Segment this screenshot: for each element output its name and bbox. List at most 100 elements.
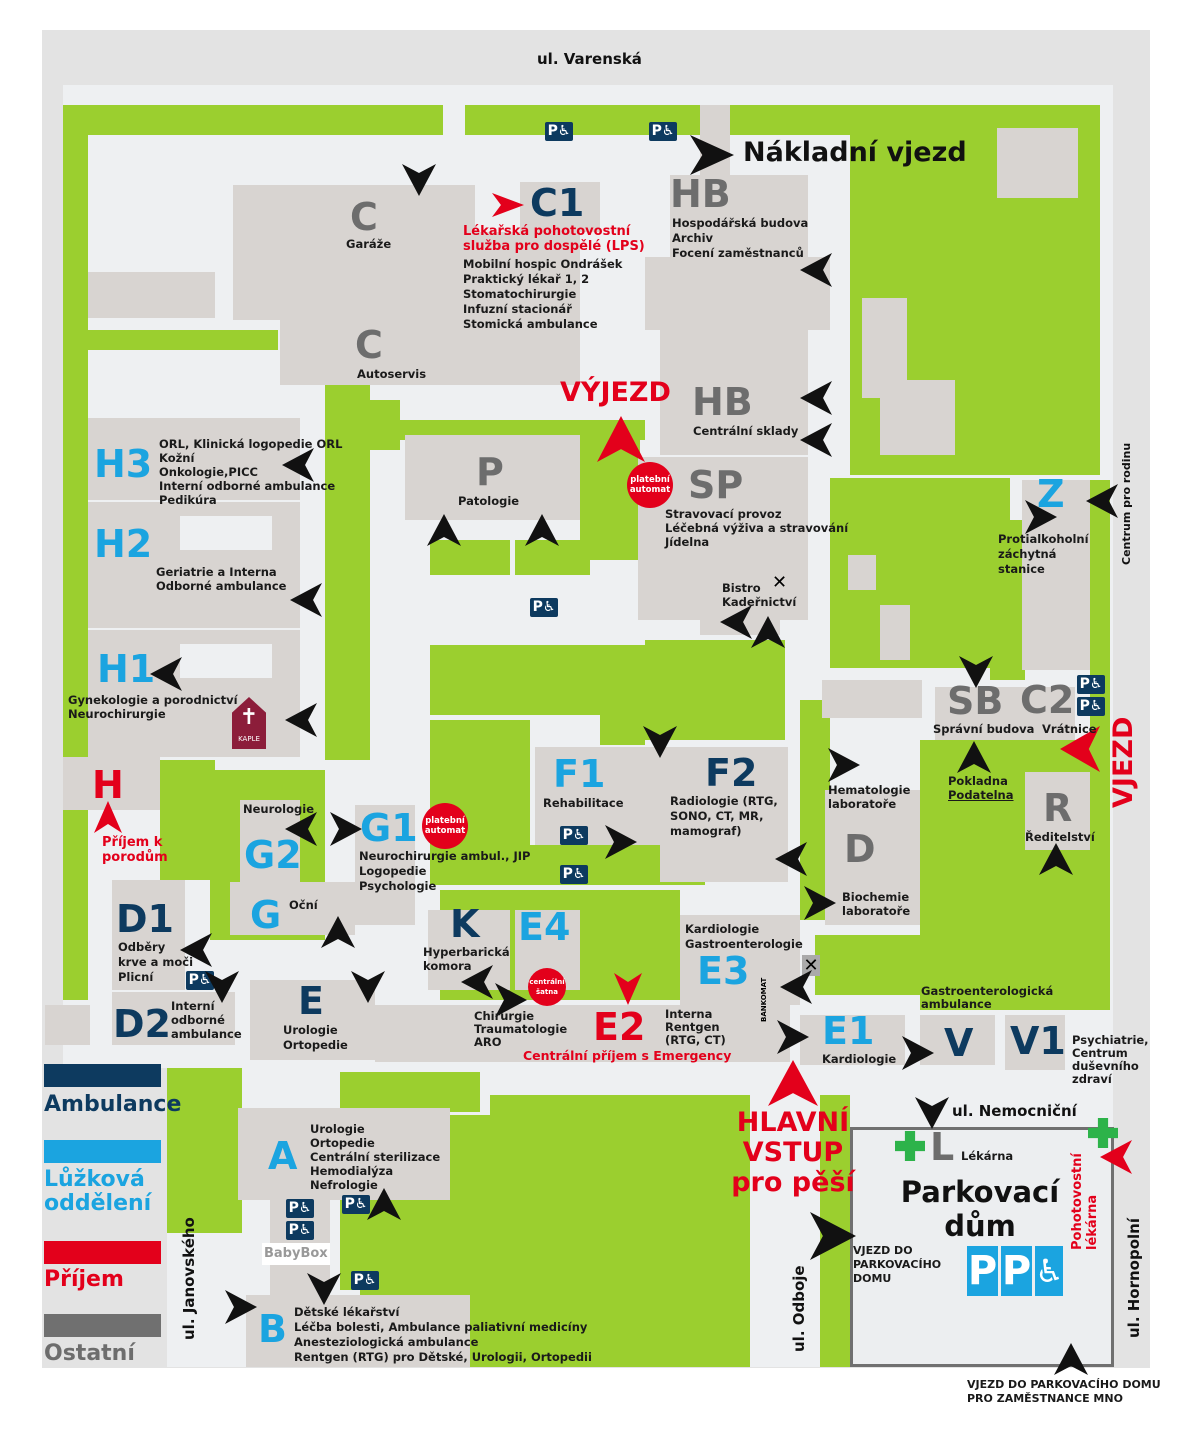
pohotovostni-lekarna: Pohotovostní lékárna (1070, 1153, 1100, 1250)
nakladni-vjezd-label: Nákladní vjezd (743, 137, 967, 168)
building-D1-code: D1 (116, 897, 174, 941)
parking-sign: P P ♿ (967, 1246, 1064, 1296)
map-shape (848, 555, 876, 590)
prijem-k-porodum: Příjem k porodům (102, 835, 168, 865)
building-E1-label: Kardiologie (822, 1052, 897, 1066)
building-H2-code: H2 (94, 522, 153, 566)
map-shape (167, 1068, 242, 1233)
building-H3-code: H3 (94, 442, 153, 486)
map-label: Onkologie,PICC (159, 465, 258, 479)
map-label: Léčebná výživa a stravování (665, 521, 849, 535)
map-shape (430, 540, 510, 575)
street-varenska: ul. Varenská (537, 50, 642, 68)
map-shape (580, 440, 640, 560)
hematologie-label: Hematologie (828, 783, 911, 797)
building-B-code: B (258, 1307, 287, 1351)
map-label: (RTG, CT) (665, 1033, 726, 1047)
building-V-code: V (944, 1021, 974, 1065)
map-shape (515, 540, 590, 575)
biochemie-label: Biochemie (842, 890, 910, 904)
map-shape (1005, 1015, 1065, 1070)
map-label: Anesteziologická ambulance (294, 1335, 479, 1349)
map-shape (112, 992, 235, 1045)
pokladna-label: Pokladna (948, 774, 1008, 788)
building-D2-line: odborné (171, 1013, 225, 1027)
centrum-pro-rodinu: Centrum pro rodinu (1120, 442, 1133, 565)
building-E-line: Ortopedie (283, 1038, 348, 1052)
map-label: Urologie (310, 1122, 365, 1136)
disabled-parking-icon: P♿ (186, 971, 214, 990)
map-label: Centrální sterilizace (310, 1150, 441, 1164)
building-C2-code: C2 (1020, 678, 1075, 722)
map-label: Bistro (722, 581, 761, 595)
map-label: Stomická ambulance (463, 317, 598, 331)
map-shape (660, 747, 788, 882)
platebni-automat-1[interactable]: platební automat (627, 462, 673, 508)
legend-swatch-prijem (44, 1241, 161, 1264)
legend-ambulance: Ambulance (44, 1092, 182, 1117)
centralni-satna: centrální šatna (528, 968, 566, 1006)
building-E3-line: Kardiologie (685, 922, 760, 936)
biochemie-label: laboratoře (842, 904, 911, 918)
map-label: Stravovací provoz (665, 507, 782, 521)
legend-swatch-ambulance (44, 1064, 161, 1087)
map-shape (920, 1015, 995, 1065)
platebni-automat-2[interactable]: platební automat (422, 803, 468, 849)
parking-house-title: Parkovací dům (900, 1175, 1060, 1243)
map-label: Kožní (159, 451, 195, 465)
map-shape (880, 380, 955, 455)
building-G2-code: G2 (244, 833, 302, 877)
p-icon: P (1001, 1246, 1032, 1296)
disabled-parking-icon: P♿ (649, 122, 677, 141)
map-label: Hospodářská budova (672, 216, 809, 230)
street-nemocnicni: ul. Nemocniční (952, 1102, 1077, 1120)
vyjezd-label: VÝJEZD (560, 377, 671, 408)
building-D2-code: D2 (113, 1002, 171, 1046)
building-H-code: H (92, 763, 124, 807)
map-shape (405, 435, 580, 520)
restaurant-icon: ✕ (802, 955, 820, 976)
vjezd-parkovaci-dum: VJEZD DO PARKOVACÍHO DOMU (853, 1244, 942, 1285)
building-SB-label: Správní budova (933, 722, 1035, 736)
lekarna-label: Lékárna (961, 1149, 1014, 1163)
building-D1-line: Odběry (118, 940, 166, 954)
building-F2-code: F2 (705, 751, 758, 795)
map-shape (375, 1005, 790, 1062)
map-shape (370, 400, 400, 450)
map-label: Rentgen (RTG) pro Dětské, Urologii, Orto… (294, 1350, 592, 1364)
building-E2-code: E2 (593, 1005, 646, 1049)
building-V-line: ambulance (921, 997, 992, 1011)
vjezd-zamestnanci: VJEZD DO PARKOVACÍHO DOMU PRO ZAMĚSTNANC… (967, 1378, 1161, 1405)
map-shape (535, 747, 660, 845)
building-H2-line: Odborné ambulance (156, 579, 287, 593)
map-shape (990, 520, 1025, 680)
map-shape (180, 516, 272, 550)
building-H1-line: Gynekologie a porodnictví (68, 693, 238, 707)
map-shape (45, 1005, 90, 1045)
disabled-parking-icon: P♿ (560, 826, 588, 845)
map-label: Focení zaměstnanců (672, 246, 804, 260)
map-shape (660, 330, 808, 455)
map-shape (238, 1108, 450, 1200)
disabled-parking-icon: P♿ (286, 1221, 314, 1240)
map-shape (63, 757, 160, 810)
building-L-code: L (930, 1125, 955, 1169)
map-label: Psychologie (359, 879, 437, 893)
map-label: Praktický lékař 1, 2 (463, 272, 590, 286)
restaurant-icon: ✕ (772, 572, 788, 593)
building-A-code: A (268, 1134, 298, 1178)
map-label: KAPLE (238, 735, 260, 743)
vjezd-label: VJEZD (1108, 716, 1139, 808)
bankomat-label: BANKOMAT (760, 977, 768, 1022)
legend-swatch-ostatni (44, 1314, 161, 1337)
legend-prijem: Příjem (44, 1267, 124, 1292)
map-label: Jídelna (665, 535, 710, 549)
map-shape (520, 182, 600, 232)
building-P-code: P (476, 450, 504, 494)
map-label: Traumatologie (474, 1022, 568, 1036)
building-H2-line: Geriatrie a Interna (156, 565, 277, 579)
building-D1-line: krve a moči (118, 955, 194, 969)
map-label: zdraví (1072, 1072, 1112, 1086)
building-V1-code: V1 (1010, 1019, 1066, 1063)
